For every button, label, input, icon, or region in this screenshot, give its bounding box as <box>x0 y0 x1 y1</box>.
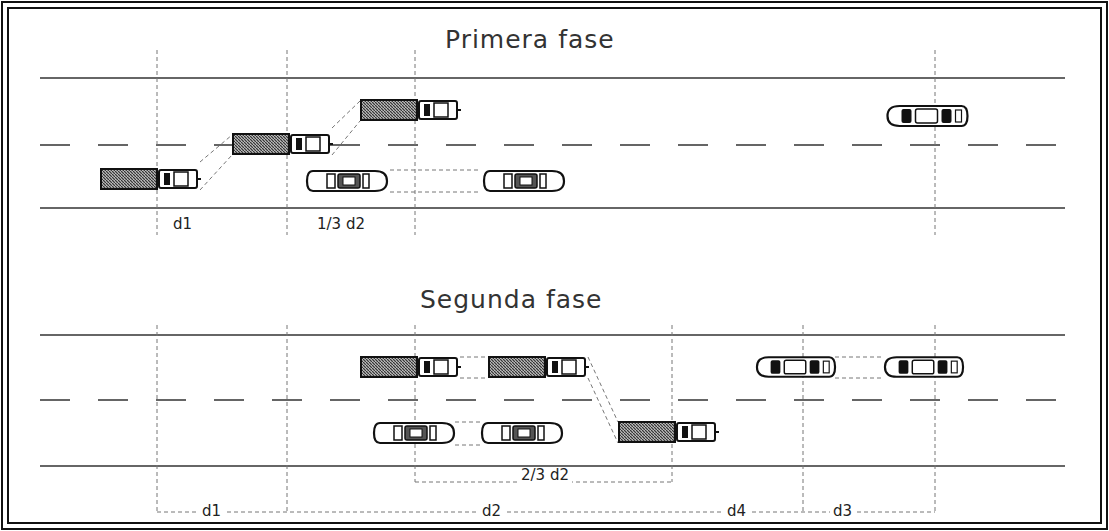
dimension-label: 1/3 d2 <box>314 216 368 233</box>
phase-title: Segunda fase <box>418 286 604 314</box>
vehicles <box>101 100 968 443</box>
dimension-label: 2/3 d2 <box>518 467 572 484</box>
dimension-label: d3 <box>830 503 855 520</box>
road-lines <box>40 78 1065 466</box>
dimension-label: d1 <box>199 503 224 520</box>
dimension-label: d2 <box>479 503 504 520</box>
phase-title: Primera fase <box>443 26 617 54</box>
dimension-label: d4 <box>724 503 749 520</box>
reference-lines <box>157 50 935 512</box>
dimension-label: d1 <box>170 216 195 233</box>
